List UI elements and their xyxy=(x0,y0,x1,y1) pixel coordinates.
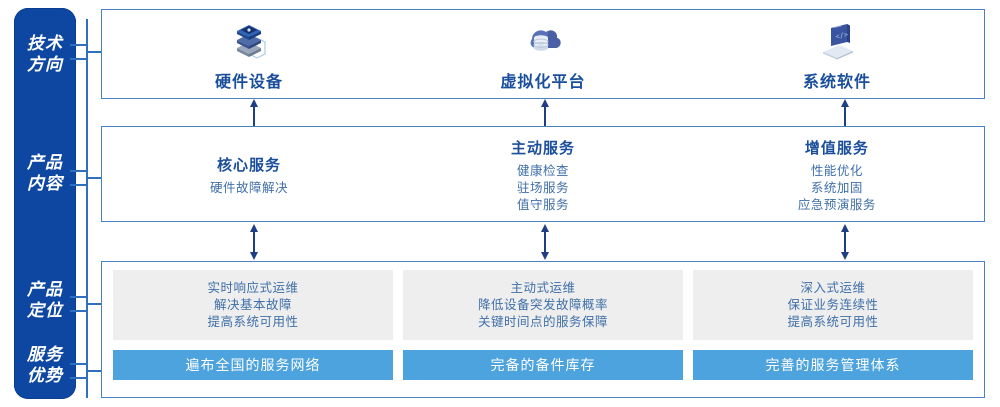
rail-connector-content-a xyxy=(70,170,88,172)
rail-connector-tech-b xyxy=(70,58,88,60)
rail-label-line2: 内容 xyxy=(27,174,63,193)
rail-label-tech-direction: 技术 方向 xyxy=(14,33,76,75)
arrow-double-proactive xyxy=(538,224,552,265)
cloud-database-icon xyxy=(515,18,571,66)
tech-item-label: 硬件设备 xyxy=(214,74,283,91)
rail-label-product-content: 产品 内容 xyxy=(14,152,76,194)
rail-connector-advantage-a xyxy=(70,363,88,365)
tech-direction-section: 硬件设备 虚拟化平台 xyxy=(101,9,985,99)
server-stack-icon xyxy=(221,18,277,66)
rail-connector-spine xyxy=(86,19,88,398)
tech-item-label: 系统软件 xyxy=(802,74,871,91)
position-card-line: 保证业务连续性 xyxy=(787,297,879,312)
svg-text:</>: </> xyxy=(835,30,849,40)
position-card-proactive[interactable]: 主动式运维 降低设备突发故障概率 关键时间点的服务保障 xyxy=(403,270,683,340)
rail-connector-tech-a xyxy=(70,44,88,46)
position-card-line: 深入式运维 xyxy=(800,280,866,295)
position-card-line: 关键时间点的服务保障 xyxy=(477,314,608,329)
position-card-line: 提高系统可用性 xyxy=(207,314,299,329)
content-column-line: 系统加固 xyxy=(810,180,863,195)
position-card-deep[interactable]: 深入式运维 保证业务连续性 提高系统可用性 xyxy=(693,270,973,340)
tech-item-virtualization[interactable]: 虚拟化平台 xyxy=(396,10,690,100)
content-column-line: 值守服务 xyxy=(516,197,569,212)
rail-label-line2: 方向 xyxy=(27,55,63,74)
position-card-line: 降低设备突发故障概率 xyxy=(477,297,608,312)
position-card-line: 主动式运维 xyxy=(510,280,576,295)
rail-label-product-position: 产品 定位 xyxy=(14,279,76,321)
content-column-core-service[interactable]: 核心服务 硬件故障解决 xyxy=(102,127,396,223)
rail-stub-advantage xyxy=(86,370,102,372)
tech-item-hardware[interactable]: 硬件设备 xyxy=(102,10,396,100)
content-column-value-added-service[interactable]: 增值服务 性能优化 系统加固 应急预演服务 xyxy=(690,127,984,223)
content-column-title: 核心服务 xyxy=(216,156,281,174)
rail-stub-tech xyxy=(86,51,102,53)
content-column-proactive-service[interactable]: 主动服务 健康检查 驻场服务 值守服务 xyxy=(396,127,690,223)
rail-label-line1: 服务 xyxy=(27,345,63,364)
rail-connector-content-b xyxy=(70,184,88,186)
rail-label-service-advantage: 服务 优势 xyxy=(14,344,76,386)
position-advantage-section: 实时响应式运维 解决基本故障 提高系统可用性 主动式运维 降低设备突发故障概率 … xyxy=(101,261,985,398)
arrow-up-hardware xyxy=(247,99,261,132)
tech-item-label: 虚拟化平台 xyxy=(500,74,586,91)
arrow-double-value-added xyxy=(838,224,852,265)
rail-connector-position-a xyxy=(70,296,88,298)
rail-label-line1: 产品 xyxy=(27,280,63,299)
advantage-bar-spare-parts[interactable]: 完备的备件库存 xyxy=(403,350,683,380)
product-content-section: 核心服务 硬件故障解决 主动服务 健康检查 驻场服务 值守服务 增值服务 性能优… xyxy=(101,126,985,222)
arrow-up-virtualization xyxy=(538,99,552,132)
position-card-line: 提高系统可用性 xyxy=(787,314,879,329)
content-column-line: 性能优化 xyxy=(810,163,863,178)
content-column-title: 主动服务 xyxy=(510,139,575,157)
rail-label-line2: 定位 xyxy=(27,301,63,320)
position-card-line: 实时响应式运维 xyxy=(207,280,299,295)
left-category-rail xyxy=(14,8,76,399)
advantage-bar-management[interactable]: 完善的服务管理体系 xyxy=(693,350,973,380)
arrow-up-system-software xyxy=(838,99,852,132)
content-column-line: 驻场服务 xyxy=(516,180,569,195)
rail-stub-position xyxy=(86,303,102,305)
rail-connector-position-b xyxy=(70,310,88,312)
position-card-line: 解决基本故障 xyxy=(213,297,292,312)
rail-label-line2: 优势 xyxy=(27,366,63,385)
content-column-line: 硬件故障解决 xyxy=(209,180,288,195)
position-card-realtime[interactable]: 实时响应式运维 解决基本故障 提高系统可用性 xyxy=(113,270,393,340)
rail-connector-advantage-b xyxy=(70,377,88,379)
laptop-code-icon: </> xyxy=(809,18,865,66)
rail-label-line1: 技术 xyxy=(27,34,63,53)
arrow-double-core xyxy=(247,224,261,265)
content-column-line: 健康检查 xyxy=(516,163,569,178)
advantage-bar-network[interactable]: 遍布全国的服务网络 xyxy=(113,350,393,380)
content-column-line: 应急预演服务 xyxy=(797,197,876,212)
rail-label-line1: 产品 xyxy=(27,153,63,172)
tech-item-system-software[interactable]: </> 系统软件 xyxy=(690,10,984,100)
rail-stub-content xyxy=(86,177,102,179)
content-column-title: 增值服务 xyxy=(804,139,869,157)
